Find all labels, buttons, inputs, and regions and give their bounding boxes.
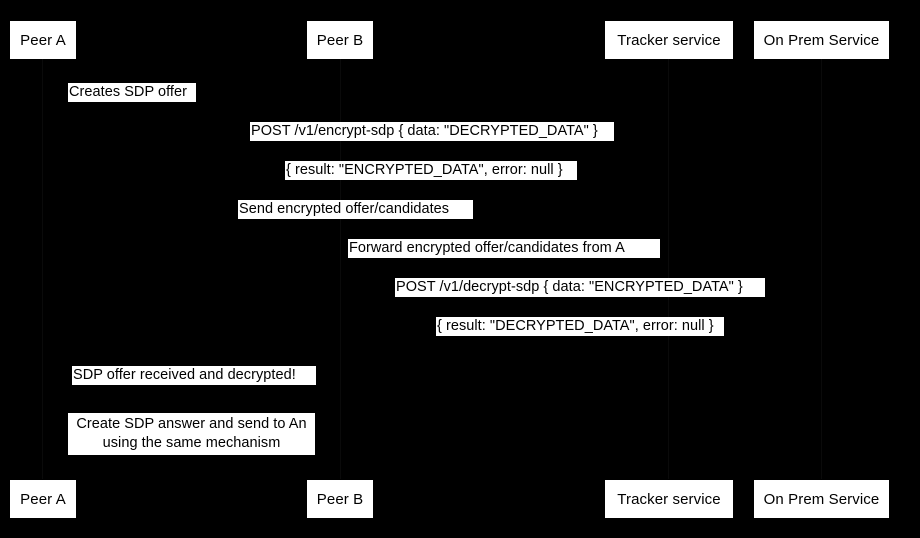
lifeline-peer-a	[42, 59, 43, 479]
participant-on-prem-service-top[interactable]: On Prem Service	[754, 21, 889, 59]
message-forward-encrypted-offer: Forward encrypted offer/candidates from …	[348, 239, 660, 258]
message-create-sdp-answer-line-2: using the same mechanism	[102, 435, 281, 451]
message-post-encrypt-sdp: POST /v1/encrypt-sdp { data: "DECRYPTED_…	[250, 122, 614, 141]
participant-on-prem-service-bottom[interactable]: On Prem Service	[754, 480, 889, 518]
participant-peer-b-top[interactable]: Peer B	[307, 21, 373, 59]
participant-peer-a-top[interactable]: Peer A	[10, 21, 76, 59]
lifeline-tracker-service	[668, 59, 669, 479]
message-send-encrypted-offer: Send encrypted offer/candidates	[238, 200, 473, 219]
message-decrypt-sdp-result: { result: "DECRYPTED_DATA", error: null …	[436, 317, 724, 336]
message-encrypt-sdp-result: { result: "ENCRYPTED_DATA", error: null …	[285, 161, 577, 180]
participant-tracker-service-bottom[interactable]: Tracker service	[605, 480, 733, 518]
participant-peer-a-bottom[interactable]: Peer A	[10, 480, 76, 518]
lifeline-on-prem-service	[821, 59, 822, 479]
message-create-sdp-answer-line-1: Create SDP answer and send to An	[76, 416, 307, 432]
message-sdp-offer-received: SDP offer received and decrypted!	[72, 366, 316, 385]
message-create-sdp-answer: Create SDP answer and send to An using t…	[68, 413, 315, 455]
message-post-decrypt-sdp: POST /v1/decrypt-sdp { data: "ENCRYPTED_…	[395, 278, 765, 297]
participant-peer-b-bottom[interactable]: Peer B	[307, 480, 373, 518]
participant-tracker-service-top[interactable]: Tracker service	[605, 21, 733, 59]
message-creates-sdp-offer: Creates SDP offer	[68, 83, 196, 102]
lifeline-peer-b	[340, 59, 341, 479]
